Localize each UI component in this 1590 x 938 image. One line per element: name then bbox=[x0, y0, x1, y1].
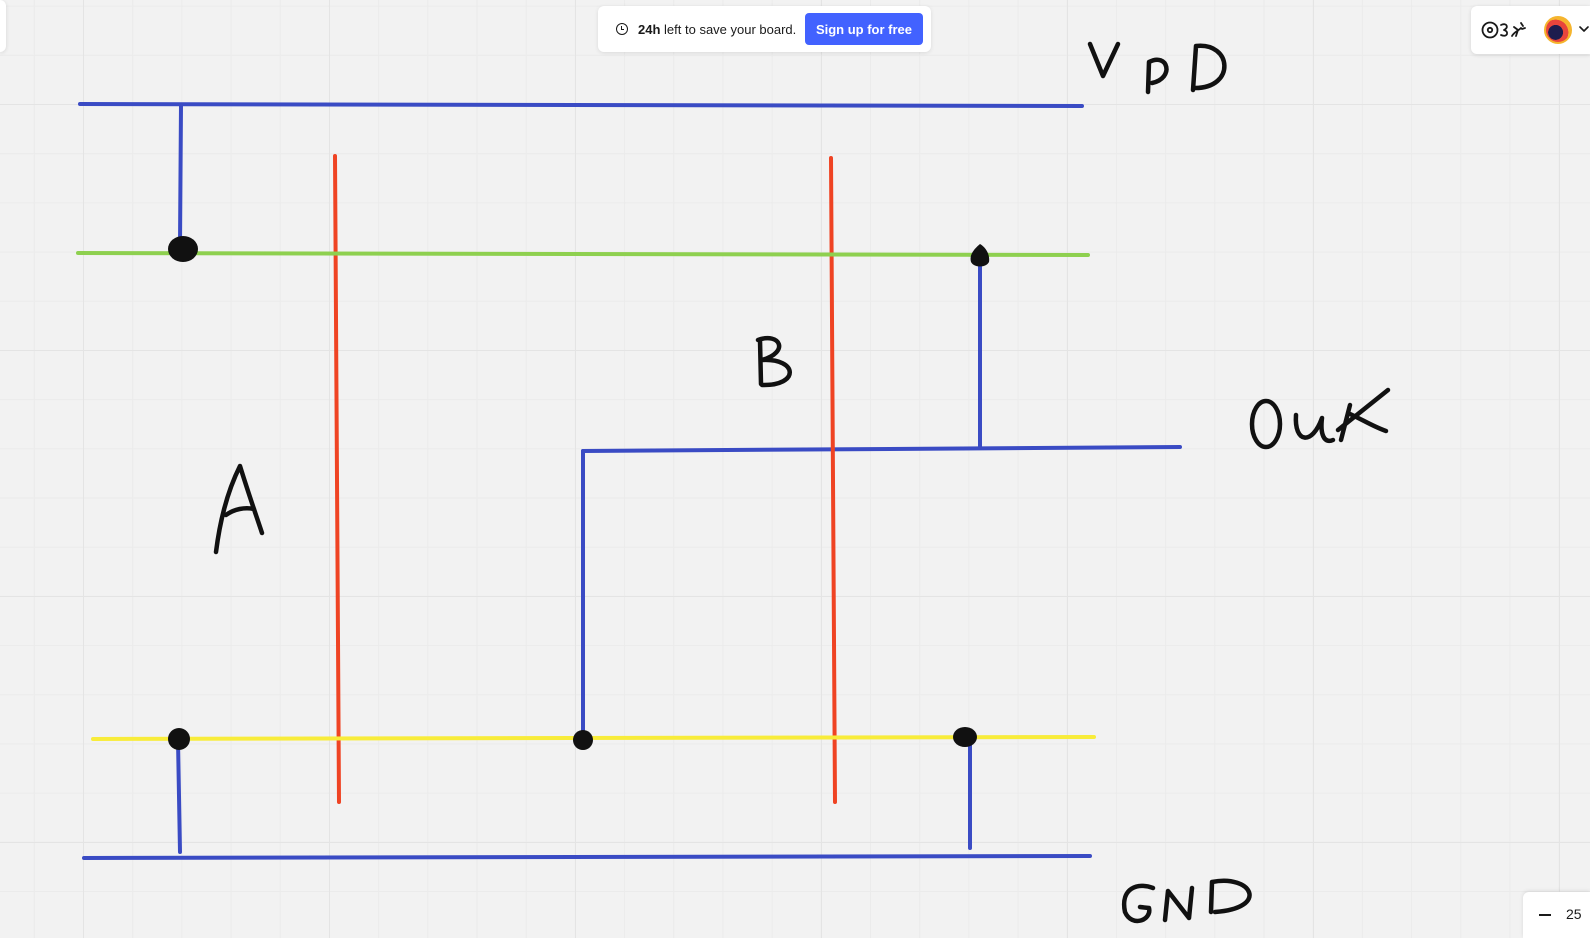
zoom-level[interactable]: 25 bbox=[1566, 906, 1582, 922]
left-toolbar-edge bbox=[0, 0, 6, 52]
reactions-icon[interactable] bbox=[1481, 19, 1527, 41]
handwritten-b-label[interactable] bbox=[755, 336, 792, 388]
contact-nmos-left[interactable] bbox=[168, 728, 190, 750]
time-left: 24h bbox=[638, 21, 661, 37]
banner-message-text: left to save your board. bbox=[664, 21, 797, 37]
gate-a-poly[interactable] bbox=[333, 154, 341, 804]
save-board-banner: 24h left to save your board. Sign up for… bbox=[598, 6, 931, 52]
handwritten-out-label[interactable] bbox=[1249, 387, 1391, 450]
user-panel bbox=[1471, 6, 1590, 54]
zoom-controls: 25 bbox=[1523, 892, 1590, 938]
contact-nmos-mid[interactable] bbox=[573, 730, 593, 750]
n-diffusion-line[interactable] bbox=[91, 735, 1096, 741]
vdd-rail[interactable] bbox=[78, 102, 1084, 108]
handwritten-gnd-label[interactable] bbox=[1121, 878, 1252, 924]
chevron-down-icon[interactable] bbox=[1579, 26, 1589, 33]
zoom-out-button[interactable] bbox=[1535, 904, 1555, 924]
gnd-tap-wire-left[interactable] bbox=[176, 738, 182, 854]
vdd-tap-wire[interactable] bbox=[178, 103, 183, 246]
sign-up-button[interactable]: Sign up for free bbox=[804, 13, 923, 45]
contact-pmos-drain[interactable] bbox=[970, 244, 990, 267]
contact-nmos-right[interactable] bbox=[953, 727, 977, 747]
gnd-rail[interactable] bbox=[82, 854, 1092, 860]
contact-vdd[interactable] bbox=[168, 236, 198, 262]
out-rail[interactable] bbox=[581, 445, 1182, 453]
handwritten-vdd-label[interactable] bbox=[1087, 41, 1227, 95]
user-avatar[interactable] bbox=[1544, 16, 1572, 44]
handwritten-a-label[interactable] bbox=[213, 463, 265, 555]
clock-icon bbox=[616, 23, 628, 35]
gate-b-poly[interactable] bbox=[829, 156, 837, 804]
banner-message: 24h left to save your board. bbox=[638, 22, 796, 37]
p-diffusion-line[interactable] bbox=[76, 251, 1090, 257]
